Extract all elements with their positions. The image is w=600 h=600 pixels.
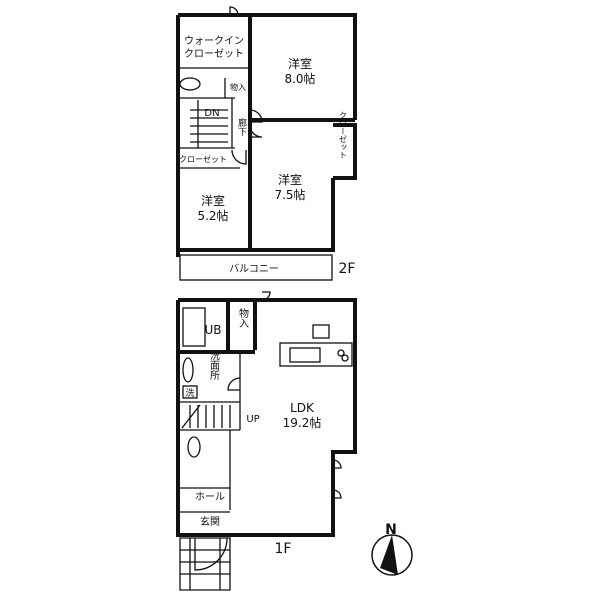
door-icon [229,6,239,16]
floor-label-1f: 1F [275,541,292,557]
kitchen-sink-icon [289,347,321,363]
room-size-western-8: 8.0帖 [284,71,315,86]
entrance-door-icon [194,537,228,571]
room-label-closet-left: クローゼット [179,154,227,164]
stove-icon [337,349,345,357]
room-label-unit-bath: UB [204,323,221,337]
room-label-ldk: LDK [290,401,315,415]
washer-label: 洗 [185,387,194,399]
room-size-western-5-2: 5.2帖 [197,208,228,223]
kitchen-counter [279,342,353,367]
first-floor: UB 物入 洗面所 洗 UP LDK 19.2帖 ホール 玄関 1F [176,291,357,591]
stairs-2f [190,100,228,148]
second-floor-partitions [178,67,250,169]
stairs-1f [181,404,231,429]
room-size-ldk: 19.2帖 [283,415,322,430]
balcony [179,254,333,281]
first-floor-partitions [178,352,241,536]
room-label-hall: ホール [195,491,225,503]
room-label-entrance: 玄関 [200,515,220,528]
room-label-storage-1f: 物入 [237,307,249,328]
fridge-icon [312,324,330,339]
porch-tiles [179,537,231,591]
sink-icon [182,357,194,383]
compass-north-label: N [385,522,397,538]
bathtub-icon [182,307,206,347]
door-icon [227,377,241,391]
door-icon [231,149,247,165]
room-label-storage-2f: 物入 [230,82,246,92]
door-icon [332,489,342,499]
room-label-washroom: 洗面所 [208,350,220,381]
door-icon [249,109,263,123]
second-floor-walls [176,13,357,257]
floor-label-2f: 2F [339,261,356,277]
toilet-icon-1f [187,436,201,458]
second-floor: ウォークイン クローゼット 洋室 8.0帖 物入 DN 廊下 クローゼット クロ… [176,6,357,281]
room-label-closet-right: クローゼット [339,111,348,159]
door-icon [261,291,271,301]
washer-icon [182,385,198,399]
compass-icon: N [371,522,413,576]
room-label-western-8: 洋室 [288,56,312,71]
stairs-up-label: UP [246,414,259,425]
stairs-down-label: DN [204,108,219,119]
room-label-western-7-5: 洋室 [278,172,302,187]
room-label-balcony: バルコニー [229,263,279,275]
room-size-western-7-5: 7.5帖 [274,187,305,202]
stove-icon [341,354,349,362]
door-icon [332,459,342,469]
door-icon [249,124,263,138]
room-label-western-5-2: 洋室 [201,193,225,208]
toilet-icon-2f [179,77,201,91]
room-label-hallway: 廊下 [236,117,247,137]
room-label-walk-in-closet: ウォークイン [184,35,244,47]
room-label-walk-in-closet-2: クローゼット [184,48,244,60]
